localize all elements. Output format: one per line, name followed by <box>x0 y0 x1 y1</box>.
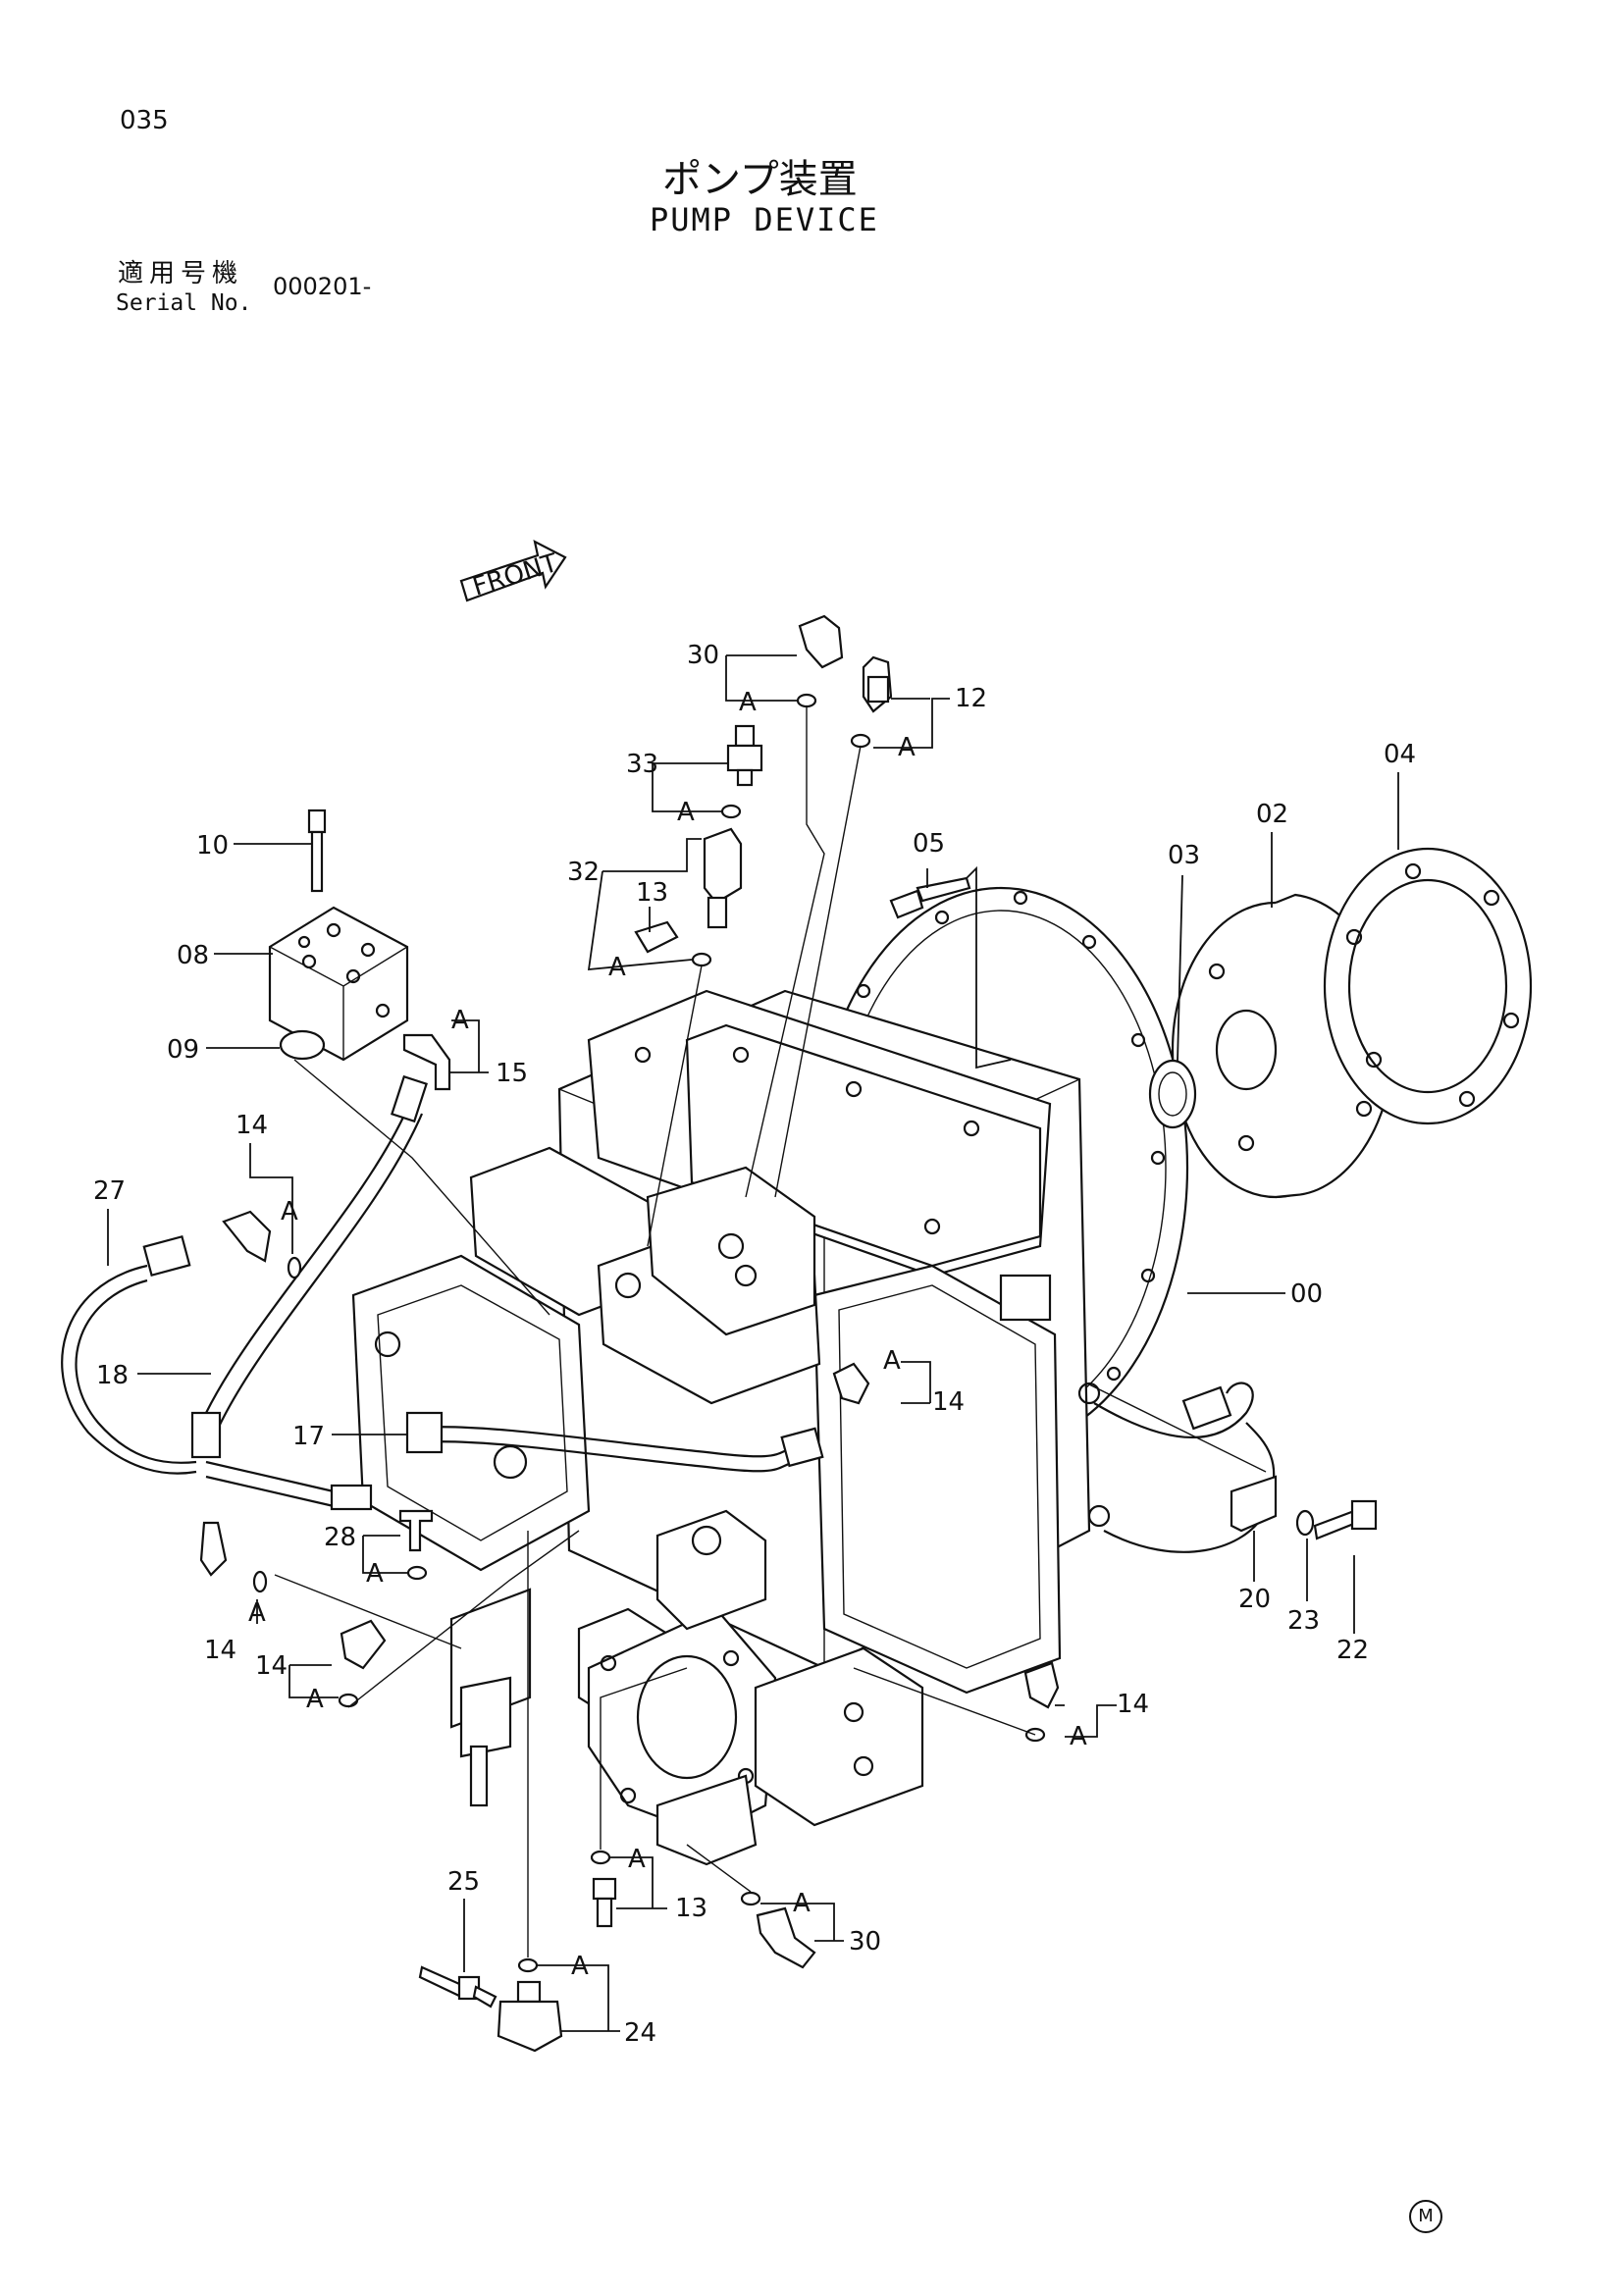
part-label-22: 22 <box>1336 1636 1369 1665</box>
detail-a-marks: A A A A A A A A A A A A A A <box>248 688 1087 1981</box>
block-32 <box>703 827 743 929</box>
part-label-14-lower-right: 14 <box>1117 1690 1149 1719</box>
hose-27 <box>61 1234 197 1475</box>
o-ring-32 <box>691 952 712 967</box>
part-label-25: 25 <box>447 1867 480 1897</box>
part-label-09: 09 <box>167 1035 199 1065</box>
part-label-13-bottom: 13 <box>675 1894 707 1923</box>
detail-a-14-mid: A <box>883 1346 901 1376</box>
flange-plate-04 <box>1323 847 1533 1125</box>
part-label-10: 10 <box>196 831 229 861</box>
socket-screw-10 <box>307 809 327 893</box>
page-title-japanese: ポンプ装置 <box>662 157 858 202</box>
elbow-14-c <box>340 1619 387 1670</box>
elbow-14-e <box>1023 1661 1060 1709</box>
bolt-05 <box>889 876 971 919</box>
o-ring-24 <box>517 1957 539 1973</box>
part-labels: 00 02 03 04 05 08 09 10 12 13 13 14 14 1… <box>93 641 1416 2048</box>
detail-a-30-top: A <box>739 688 757 717</box>
o-ring-14-c <box>338 1693 359 1708</box>
o-ring-09 <box>279 1029 326 1061</box>
manifold-block-08 <box>268 906 409 1062</box>
plug-25 <box>418 1965 497 2009</box>
elbow-30-bottom <box>756 1906 816 1969</box>
detail-a-14-top: A <box>281 1197 298 1226</box>
part-label-23: 23 <box>1287 1606 1320 1636</box>
o-ring-14-a <box>287 1256 302 1279</box>
part-label-02: 02 <box>1256 800 1288 829</box>
part-label-03: 03 <box>1168 841 1200 870</box>
front-arrow-label: FRONT <box>469 548 561 602</box>
m-mark-icon: M <box>1409 2200 1442 2233</box>
front-arrow-icon: FRONT <box>459 539 567 602</box>
part-label-17: 17 <box>292 1422 325 1451</box>
plug-13-top <box>634 920 679 954</box>
bracket-20 <box>1230 1475 1278 1533</box>
page-number: 035 <box>120 106 169 135</box>
serial-number-value: 000201- <box>273 273 372 300</box>
tee-28 <box>398 1509 434 1552</box>
sensor-33 <box>726 724 763 787</box>
washer-23 <box>1295 1509 1315 1537</box>
hose-17 <box>405 1411 824 1473</box>
detail-a-28: A <box>366 1559 384 1589</box>
elbow-14-a <box>222 1210 272 1263</box>
detail-a-32: A <box>608 953 626 982</box>
o-ring-28 <box>406 1565 428 1581</box>
o-ring-30-bottom <box>740 1891 761 1906</box>
part-label-05: 05 <box>913 829 945 859</box>
detail-a-14-c: A <box>306 1685 324 1714</box>
part-label-15: 15 <box>496 1059 528 1088</box>
o-ring-33 <box>720 804 742 819</box>
part-label-04: 04 <box>1384 740 1416 769</box>
part-label-27: 27 <box>93 1176 126 1206</box>
part-label-33: 33 <box>626 750 658 779</box>
elbow-14-d <box>832 1362 870 1405</box>
pump-housing <box>351 886 1189 1866</box>
o-ring-12 <box>850 733 871 749</box>
detail-a-33: A <box>677 798 695 827</box>
serial-label-english: Serial No. <box>116 290 252 316</box>
part-label-14-left: 14 <box>204 1636 236 1665</box>
part-label-14-right: 14 <box>932 1387 965 1417</box>
part-label-14-top: 14 <box>236 1111 268 1140</box>
part-label-30-bottom: 30 <box>849 1927 881 1957</box>
page-title-english: PUMP DEVICE <box>650 201 879 238</box>
hose-18 <box>190 1074 428 1511</box>
elbow-30-top <box>798 614 844 669</box>
part-label-32: 32 <box>567 858 600 887</box>
part-label-08: 08 <box>177 941 209 970</box>
serial-label-japanese: 適用号機 <box>118 259 244 288</box>
fitting-12 <box>862 655 893 713</box>
detail-a-24: A <box>571 1952 589 1981</box>
part-label-20: 20 <box>1238 1585 1271 1614</box>
detail-a-30-bottom: A <box>793 1889 811 1918</box>
pressure-sensor-24 <box>497 1980 563 2053</box>
plug-13-bottom <box>592 1877 617 1928</box>
part-label-00: 00 <box>1290 1279 1323 1309</box>
elbow-15 <box>402 1033 451 1091</box>
o-ring-14-b <box>252 1570 268 1593</box>
o-ring-30-top <box>796 693 817 708</box>
part-label-13-top: 13 <box>636 878 668 908</box>
part-label-14-mid: 14 <box>255 1651 288 1681</box>
detail-a-14-e: A <box>1070 1722 1087 1751</box>
o-ring-13-bottom <box>590 1850 611 1865</box>
bushing-03 <box>1148 1059 1197 1129</box>
part-label-12: 12 <box>955 684 987 713</box>
part-label-28: 28 <box>324 1523 356 1552</box>
part-label-24: 24 <box>624 2018 656 2048</box>
detail-a-15: A <box>451 1006 469 1035</box>
detail-a-14-bl: A <box>248 1598 266 1628</box>
part-label-30-top: 30 <box>687 641 719 670</box>
elbow-14-b <box>199 1521 228 1577</box>
detail-a-13-bottom: A <box>628 1845 646 1874</box>
callout-lines <box>107 654 1399 2032</box>
detail-a-12: A <box>898 733 916 762</box>
part-label-18: 18 <box>96 1361 129 1390</box>
bolt-22 <box>1313 1499 1378 1540</box>
